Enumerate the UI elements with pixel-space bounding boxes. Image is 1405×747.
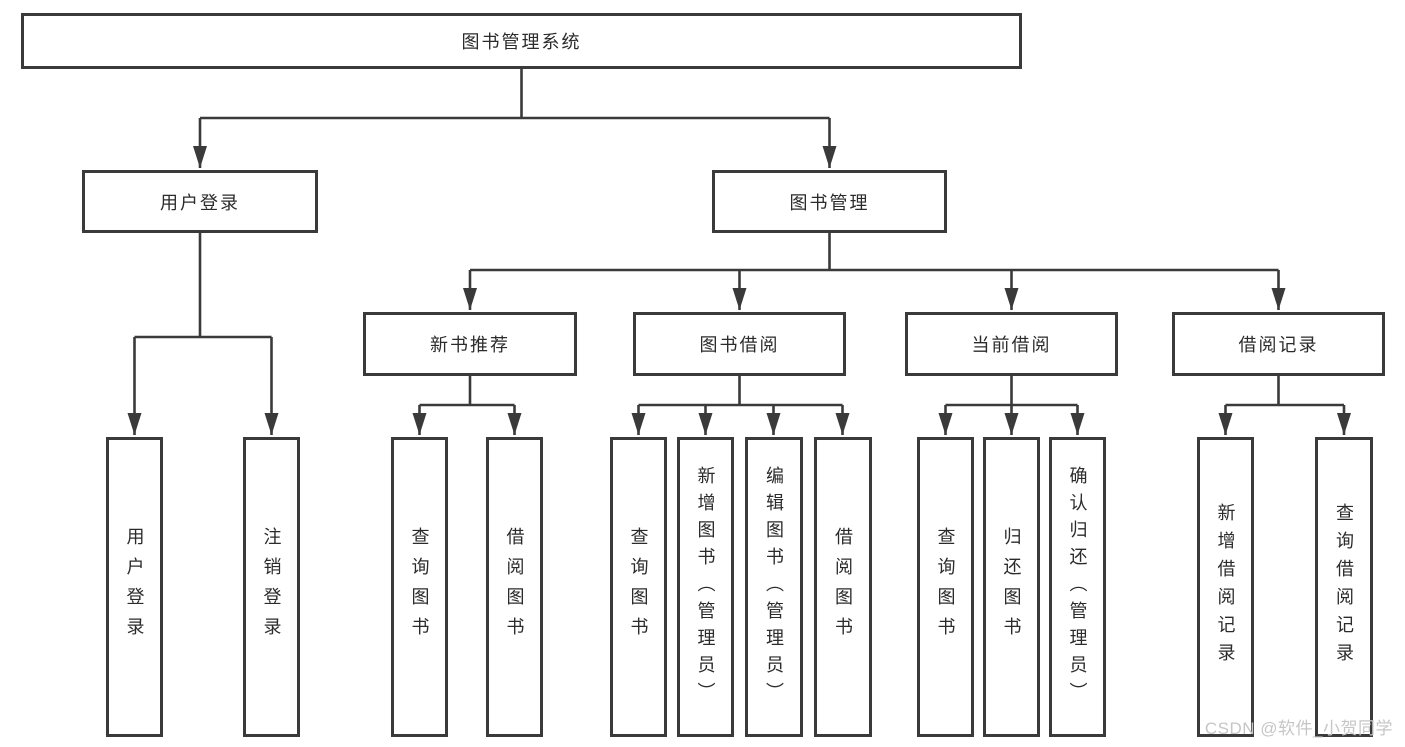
section-node-label: 图书借阅 (699, 335, 780, 355)
branch-node-book-management: 图书管理 (712, 170, 947, 233)
leaf-node-label: 新增图书（管理员） (695, 465, 716, 709)
leaf-node-label: 借阅图书 (833, 527, 853, 647)
section-node-borrow-records: 借阅记录 (1172, 312, 1385, 376)
leaf-node-query-borrow-record: 查询借阅记录 (1315, 437, 1373, 737)
leaf-node-query-books: 查询图书 (610, 437, 667, 737)
leaf-node-label: 注销登录 (261, 527, 282, 647)
root-node-library-system: 图书管理系统 (21, 13, 1022, 69)
leaf-node-user-login: 用户登录 (106, 437, 163, 737)
leaf-node-label: 编辑图书（管理员） (764, 465, 784, 709)
leaf-node-borrow-books: 借阅图书 (486, 437, 543, 737)
leaf-node-label: 查询借阅记录 (1334, 503, 1354, 671)
leaf-node-label: 查询图书 (935, 527, 956, 647)
leaf-node-query-books: 查询图书 (391, 437, 448, 737)
section-node-label: 当前借阅 (971, 335, 1052, 355)
leaf-node-label: 借阅图书 (504, 527, 525, 647)
leaf-node-edit-books-admin: 编辑图书（管理员） (745, 437, 803, 737)
csdn-watermark: CSDN @软件_小贺同学 (1204, 719, 1393, 738)
leaf-node-confirm-return-admin: 确认归还（管理员） (1049, 437, 1106, 737)
leaf-node-label: 查询图书 (409, 527, 430, 647)
leaf-node-return-books: 归还图书 (983, 437, 1040, 737)
connector-currentborrow-stem (945, 376, 1078, 407)
connector-bookborrow-stem (638, 376, 843, 407)
section-node-book-borrow: 图书借阅 (633, 312, 846, 376)
leaf-node-query-books: 查询图书 (917, 437, 974, 737)
leaf-node-label: 归还图书 (1001, 527, 1022, 647)
root-node-label: 图书管理系统 (461, 32, 582, 52)
connector-records-stem (1225, 376, 1344, 407)
connector-newbooks-stem (419, 376, 515, 407)
leaf-node-add-books-admin: 新增图书（管理员） (677, 437, 734, 737)
connector-bookmgmt-stem (470, 233, 1279, 272)
branch-node-user-login: 用户登录 (82, 170, 318, 233)
section-node-label: 借阅记录 (1238, 335, 1319, 355)
leaf-node-label: 确认归还（管理员） (1067, 465, 1088, 709)
connector-userlogin-stem (134, 233, 272, 339)
connector-root-stem (200, 69, 830, 120)
leaf-node-label: 用户登录 (124, 527, 145, 647)
branch-node-label: 用户登录 (160, 192, 240, 213)
leaf-node-add-borrow-record: 新增借阅记录 (1197, 437, 1254, 737)
section-node-new-book-recommend: 新书推荐 (363, 312, 577, 376)
leaf-node-borrow-books: 借阅图书 (814, 437, 872, 737)
section-node-label: 新书推荐 (430, 335, 510, 355)
leaf-node-label: 新增借阅记录 (1215, 503, 1236, 671)
section-node-current-borrow: 当前借阅 (905, 312, 1118, 376)
leaf-node-label: 查询图书 (628, 527, 649, 647)
leaf-node-logout: 注销登录 (243, 437, 300, 737)
branch-node-label: 图书管理 (789, 192, 870, 213)
